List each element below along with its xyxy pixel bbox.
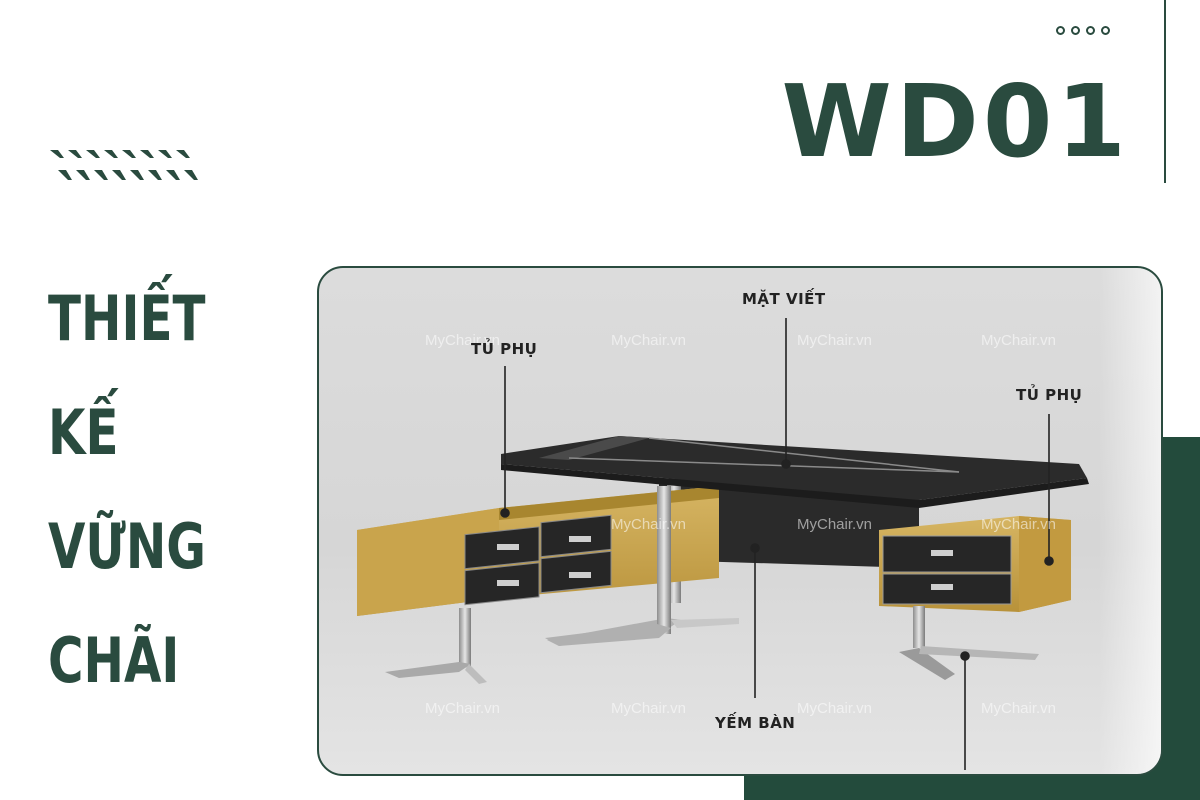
watermark: MyChair.vn [797,516,873,533]
watermark: MyChair.vn [425,700,501,717]
watermark: MyChair.vn [981,700,1057,717]
watermark: MyChair.vn [981,332,1057,349]
watermark: MyChair.vn [611,700,687,717]
watermark: MyChair.vn [425,332,501,349]
watermark: MyChair.vn [611,516,687,533]
label-tu-phu-left: TỦ PHỤ [471,340,538,358]
dot-icon [1101,26,1110,35]
label-yem-ban: YẾM BÀN [715,714,796,732]
model-code: WD01 [781,63,1130,180]
product-image-frame: MyChair.vn MyChair.vn MyChair.vn MyChair… [317,266,1163,776]
headline-line: CHÃI [48,624,180,697]
watermark: MyChair.vn [981,516,1057,533]
headline: THIẾT KẾ VỮNG CHÃI [48,262,288,718]
watermark: MyChair.vn [611,332,687,349]
headline-line: THIẾT [48,282,206,355]
watermark: MyChair.vn [797,700,873,717]
headline-line: KẾ [48,396,119,469]
label-tu-phu-right: TỦ PHỤ [1016,386,1083,404]
dot-icon [1056,26,1065,35]
dots-decoration-icon [1056,26,1110,35]
green-accent-bar [744,776,1200,800]
desk-illustration [357,268,1161,774]
headline-line: VỮNG [48,510,206,583]
watermark: MyChair.vn [797,332,873,349]
zigzag-decoration-icon [50,150,198,180]
dot-icon [1086,26,1095,35]
vertical-divider [1164,0,1166,183]
label-mat-viet: MẶT VIẾT [742,290,826,308]
dot-icon [1071,26,1080,35]
